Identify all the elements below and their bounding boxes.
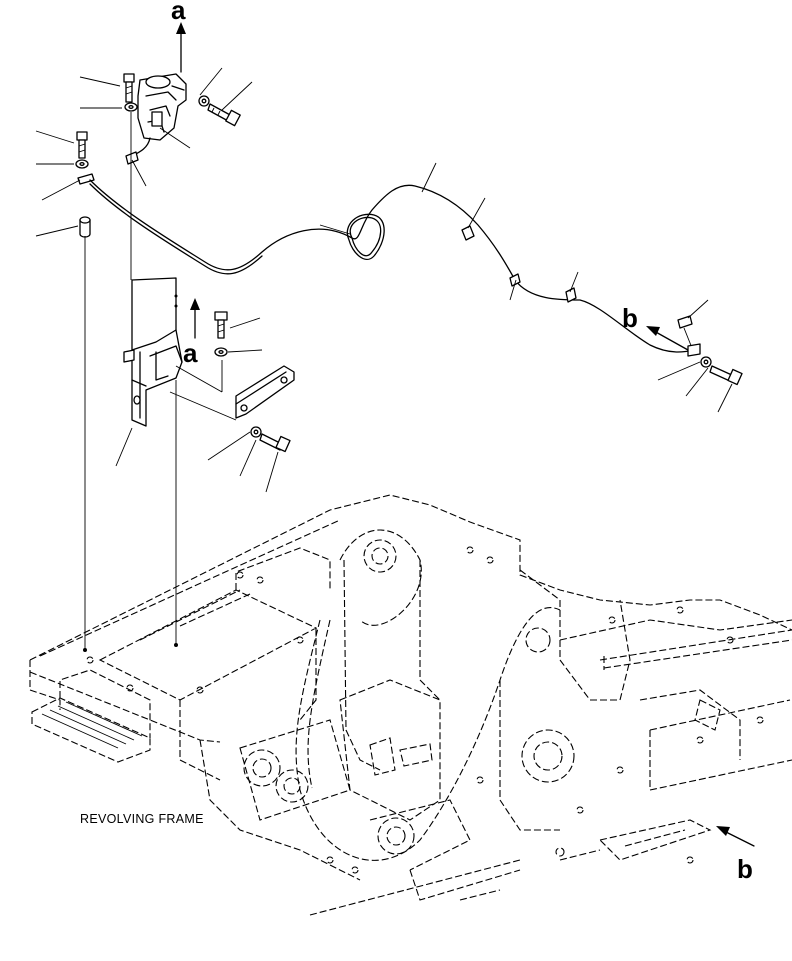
washer-top-left [124, 102, 138, 112]
wire-harness [89, 179, 701, 357]
washer-top-right [198, 95, 210, 107]
leader-lines [35, 67, 733, 493]
ref-arrow-b-lower [716, 826, 755, 847]
ref-arrow-b-upper [646, 326, 689, 351]
washer-bracket [214, 347, 228, 357]
bolt-cover [259, 433, 291, 453]
caption-revolving-frame: REVOLVING FRAME [80, 812, 204, 826]
switch-assembly [131, 73, 187, 157]
bracket-plate [123, 277, 183, 427]
bolt-top-right [207, 103, 241, 127]
washer-right [700, 356, 712, 368]
washer-cover [250, 426, 262, 438]
ref-letter-b-upper: b [622, 303, 638, 333]
bolt-bracket [214, 311, 228, 339]
bolt-right [709, 365, 743, 386]
cover-plate [235, 365, 295, 419]
ref-letter-a-top: a [171, 0, 186, 25]
projection-lines [84, 112, 177, 650]
ref-letter-a-mid: a [183, 338, 198, 368]
clip-left [77, 173, 95, 185]
ref-arrow-a-mid [190, 298, 200, 339]
clip-mid [125, 151, 139, 165]
revolving-frame [29, 494, 792, 916]
ref-letter-b-lower: b [737, 854, 753, 884]
washer-left-2 [75, 159, 89, 169]
spacer-left [79, 216, 91, 238]
bolt-top-left [123, 73, 135, 103]
ref-arrow-a-top [176, 22, 186, 73]
bolt-left-2 [76, 131, 88, 159]
